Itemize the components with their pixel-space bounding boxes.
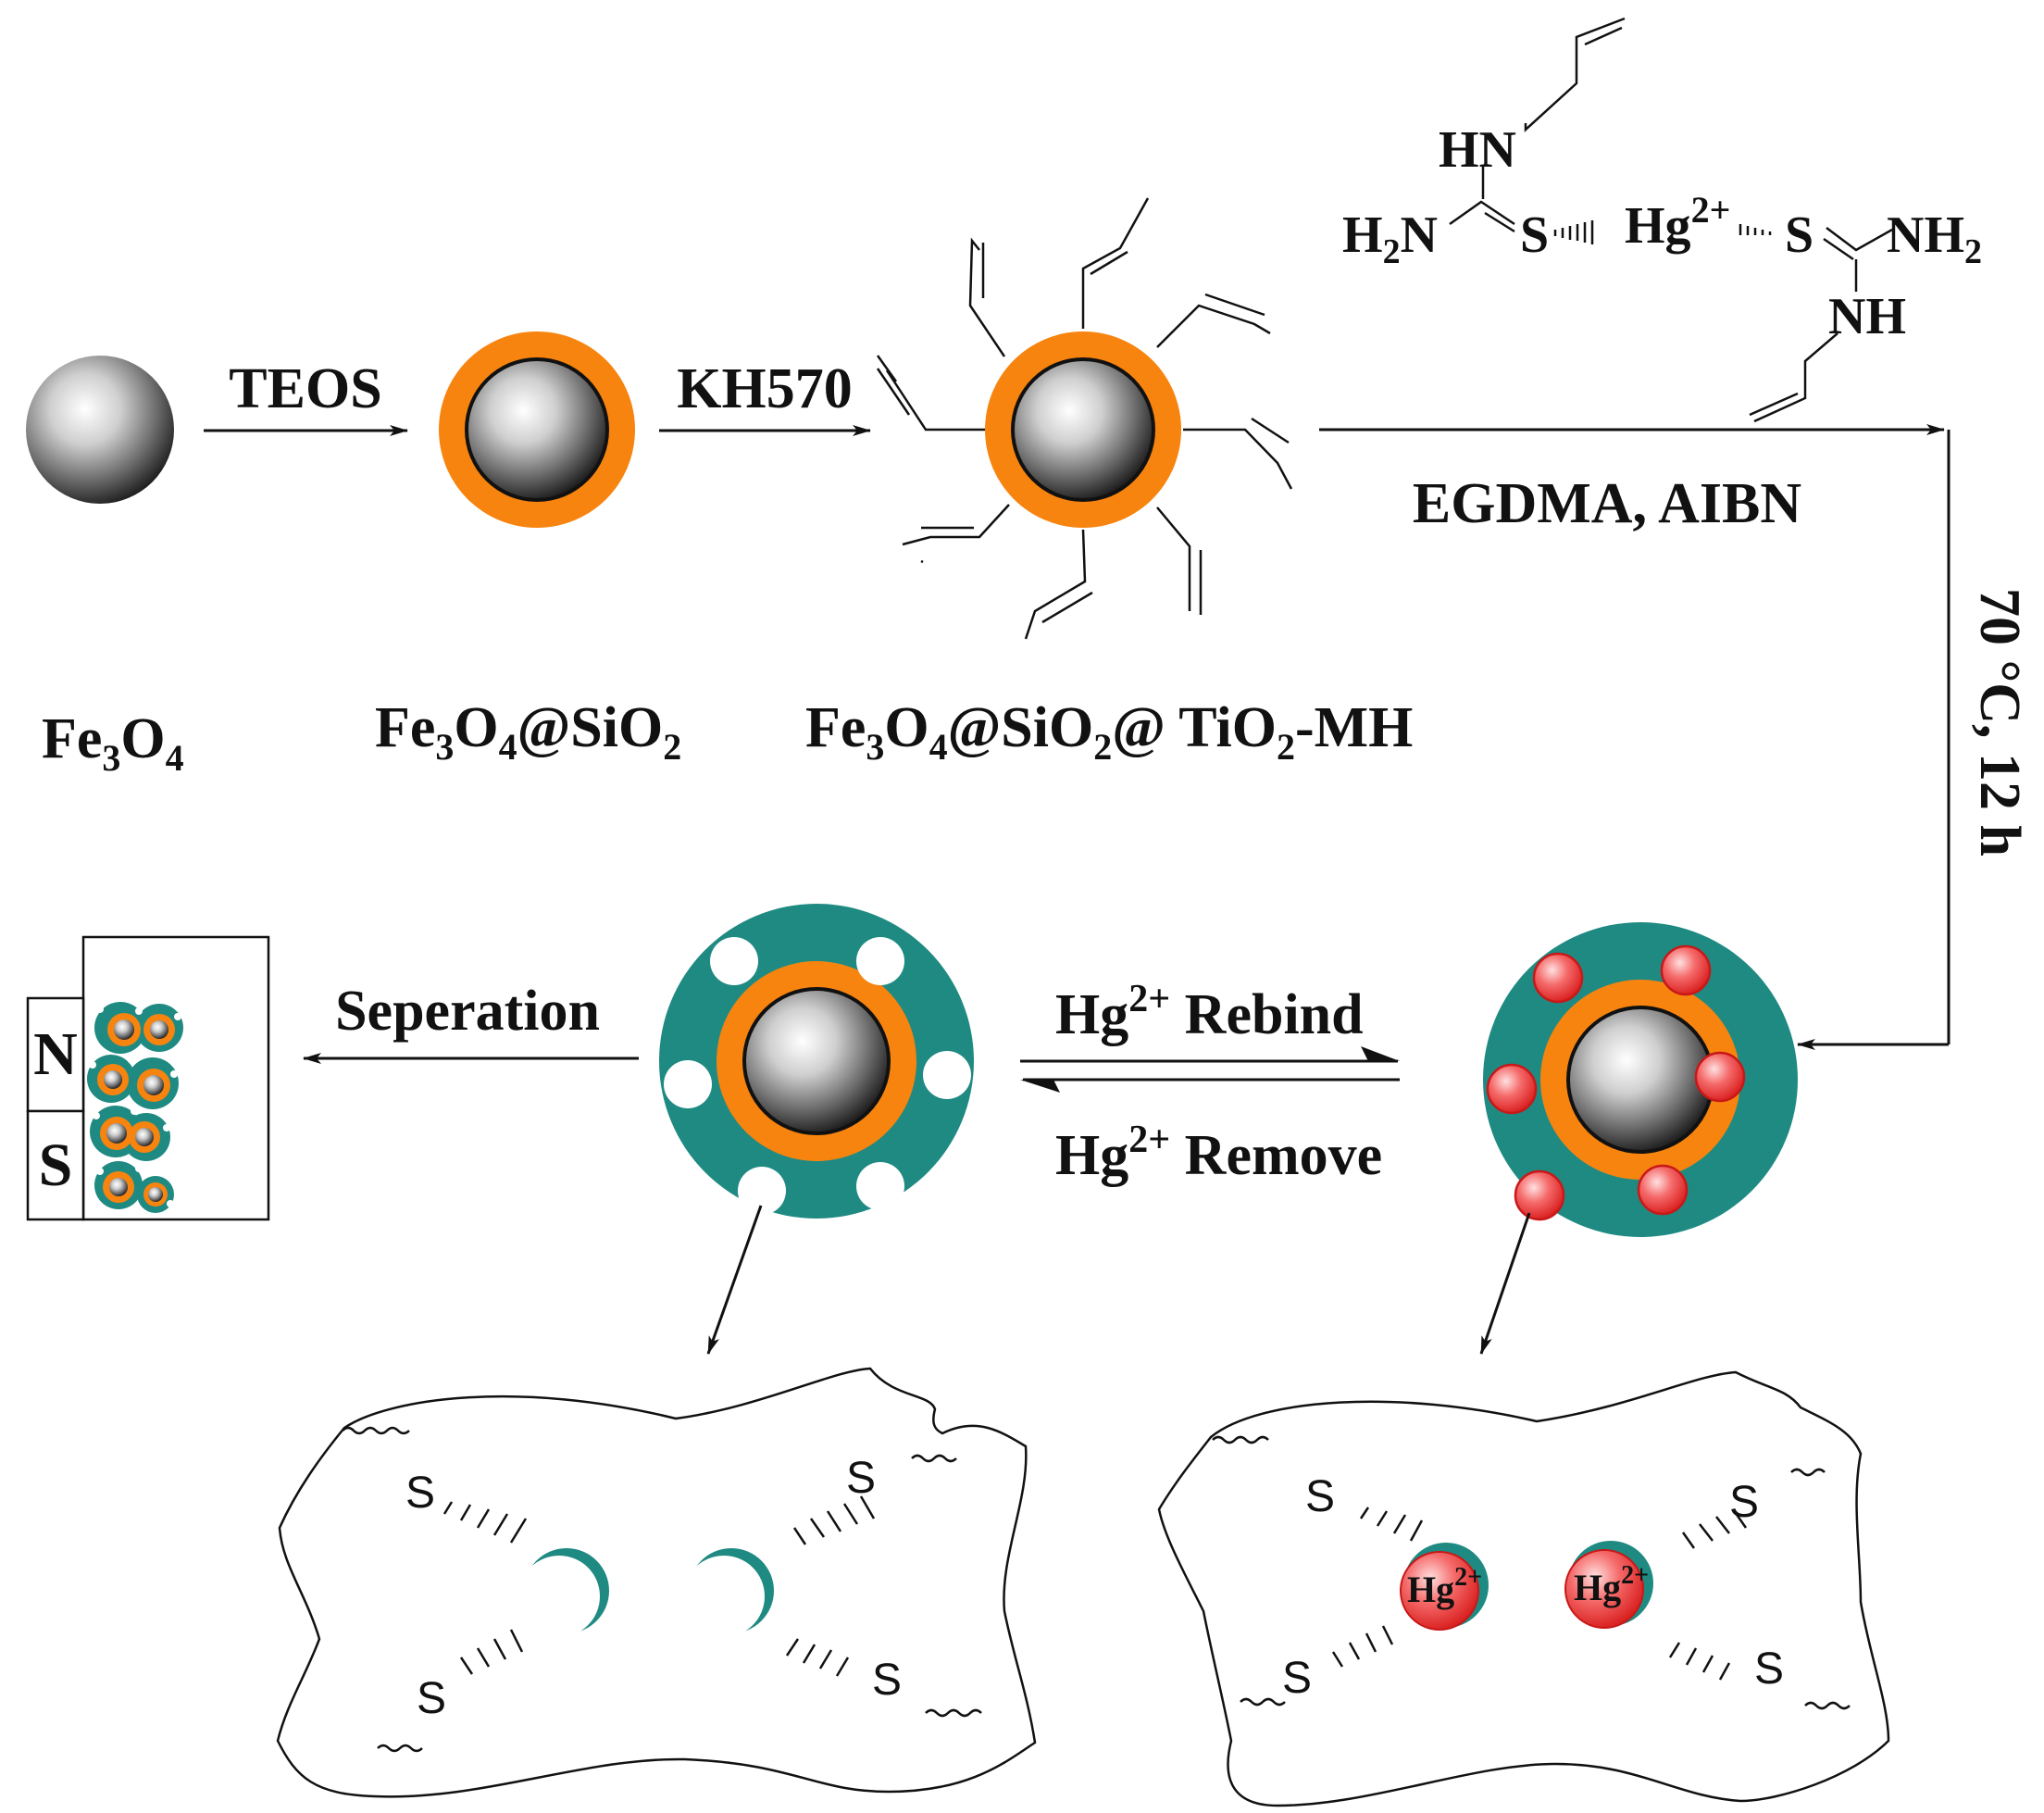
hashed-bond-right <box>1739 224 1772 235</box>
hg-thiourea-complex: HN H2N S Hg2+ S NH2 NH <box>1342 17 1982 423</box>
svg-text:Hg2+: Hg2+ <box>1625 189 1730 255</box>
svg-text:Hg2+: Hg2+ <box>1574 1561 1649 1608</box>
hg-ions <box>1486 944 1746 1221</box>
empty-cavities <box>664 937 971 1215</box>
svg-text:S: S <box>417 1674 446 1723</box>
svg-text:S: S <box>1520 206 1549 264</box>
svg-text:S: S <box>1785 206 1813 264</box>
kh570-label: KH570 <box>677 357 852 420</box>
svg-text:H2N: H2N <box>1342 206 1438 271</box>
empty-cavity-sites <box>518 1548 774 1637</box>
hashed-bond-left <box>1553 220 1594 244</box>
rebind-arrow <box>1020 1046 1400 1063</box>
svg-text:S: S <box>1282 1654 1312 1703</box>
rebind-label: Hg2+ Rebind <box>1055 978 1364 1046</box>
magnet-separation: N S <box>26 935 270 1221</box>
zoom-arrow-left <box>706 1205 763 1355</box>
vinyl-groups <box>876 197 1293 640</box>
cavity-loaded-hashes <box>1331 1507 1748 1681</box>
conditions-label: 70 °C, 12 h <box>1968 588 2031 856</box>
svg-text:S: S <box>1305 1472 1335 1521</box>
svg-text:S: S <box>1729 1478 1759 1527</box>
magnet-s: S <box>39 1132 73 1199</box>
svg-text:NH2: NH2 <box>1887 206 1982 271</box>
svg-text:S: S <box>872 1656 902 1705</box>
cavity-empty-detail: S S S S <box>276 1367 1037 1798</box>
fe3o4-sio2-particle <box>439 331 635 528</box>
fe3o4-particle <box>26 356 174 504</box>
svg-text:HN: HN <box>1439 121 1516 179</box>
label-fe3o4: Fe3O4 <box>42 707 184 779</box>
mip-particle-empty <box>659 904 974 1219</box>
cavity-empty-hashes <box>442 1495 876 1677</box>
egdma-aibn-label: EGDMA, AIBN <box>1413 472 1801 535</box>
remove-arrow <box>1020 1078 1400 1093</box>
cavity-loaded-detail: S S S S Hg2+ Hg2+ <box>1157 1370 1890 1807</box>
svg-text:S: S <box>1754 1644 1784 1694</box>
polymerization-path <box>1319 424 1951 1050</box>
bound-hg-sites <box>1400 1541 1653 1631</box>
label-fe3o4-sio2-tio2-mh: Fe3O4@SiO2@ TiO2-MH <box>805 696 1413 768</box>
svg-text:S: S <box>846 1454 876 1503</box>
teos-label: TEOS <box>229 357 381 420</box>
magnet-n: N <box>33 1020 78 1088</box>
label-fe3o4-sio2: Fe3O4@SiO2 <box>375 696 681 768</box>
aggregated-particles <box>87 1002 183 1213</box>
svg-text:Hg2+: Hg2+ <box>1407 1563 1482 1610</box>
mip-particle-loaded <box>1483 922 1798 1237</box>
vinyl-functionalized-particle <box>876 197 1293 640</box>
remove-label: Hg2+ Remove <box>1055 1119 1382 1187</box>
zoom-arrow-right <box>1479 1212 1531 1355</box>
svg-text:NH: NH <box>1828 288 1906 345</box>
svg-text:S: S <box>405 1469 435 1518</box>
separation-label: Seperation <box>335 980 600 1043</box>
